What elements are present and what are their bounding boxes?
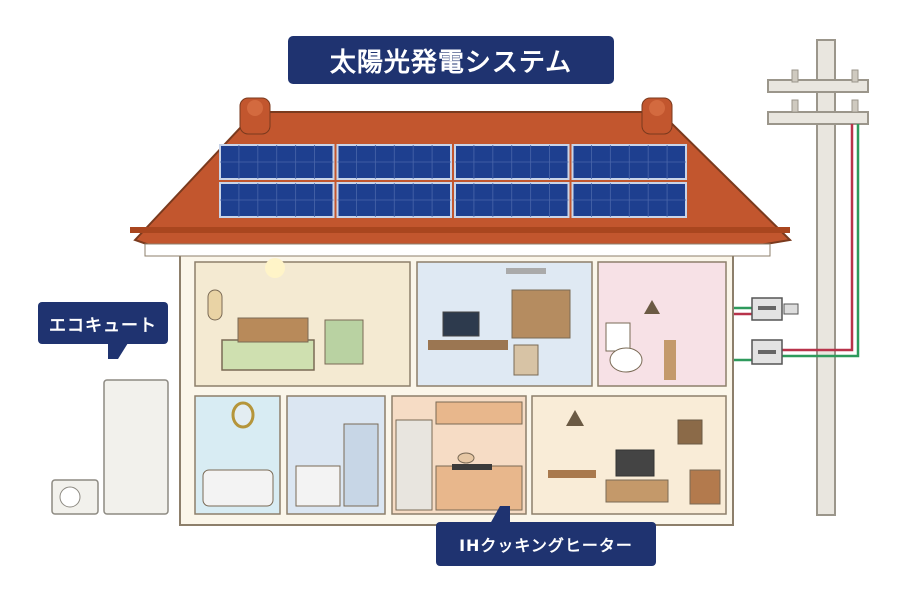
eco-cute-label: エコキュート (38, 302, 168, 344)
washroom (295, 423, 379, 507)
ih-heater-label: IHクッキングヒーター (436, 522, 656, 566)
shisa-statue-right (641, 97, 673, 135)
page-title: 太陽光発電システム (288, 36, 614, 84)
bathroom (202, 401, 274, 507)
distribution-board (751, 339, 783, 365)
eco-cute-unit (51, 379, 169, 515)
study-room (428, 268, 571, 376)
eco-cute-label-pointer (108, 343, 128, 359)
solar-panel-array (219, 144, 687, 218)
utility-pole (767, 39, 869, 516)
electric-meter (751, 297, 799, 321)
bedroom (207, 258, 364, 371)
shisa-statue-left (239, 97, 271, 135)
ih-heater-label-pointer (490, 506, 510, 524)
toilet-room (605, 300, 676, 380)
living-room (548, 410, 721, 505)
kitchen (395, 401, 523, 511)
